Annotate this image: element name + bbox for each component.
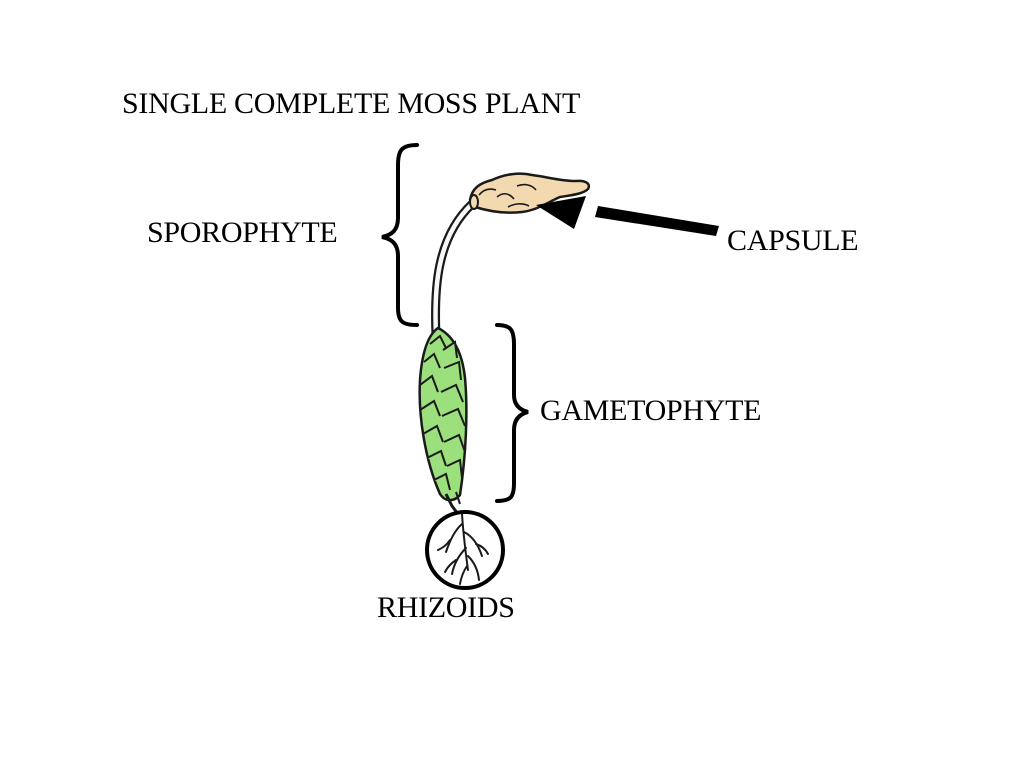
sporophyte-brace-icon [381,143,419,327]
gametophyte-brace-icon [495,323,529,503]
rhizoids-roots [437,513,489,585]
page-title: SINGLE COMPLETE MOSS PLANT [122,87,581,120]
gametophyte-label: GAMETOPHYTE [540,394,762,427]
rhizoids-circle-icon [425,510,505,590]
rhizoids-label: RHIZOIDS [377,591,515,624]
capsule-label: CAPSULE [727,224,859,257]
capsule-arrow-icon [536,196,719,236]
sporophyte-label: SPOROPHYTE [147,216,338,249]
gametophyte-leaves [418,326,468,502]
capsule-shape [468,172,591,214]
